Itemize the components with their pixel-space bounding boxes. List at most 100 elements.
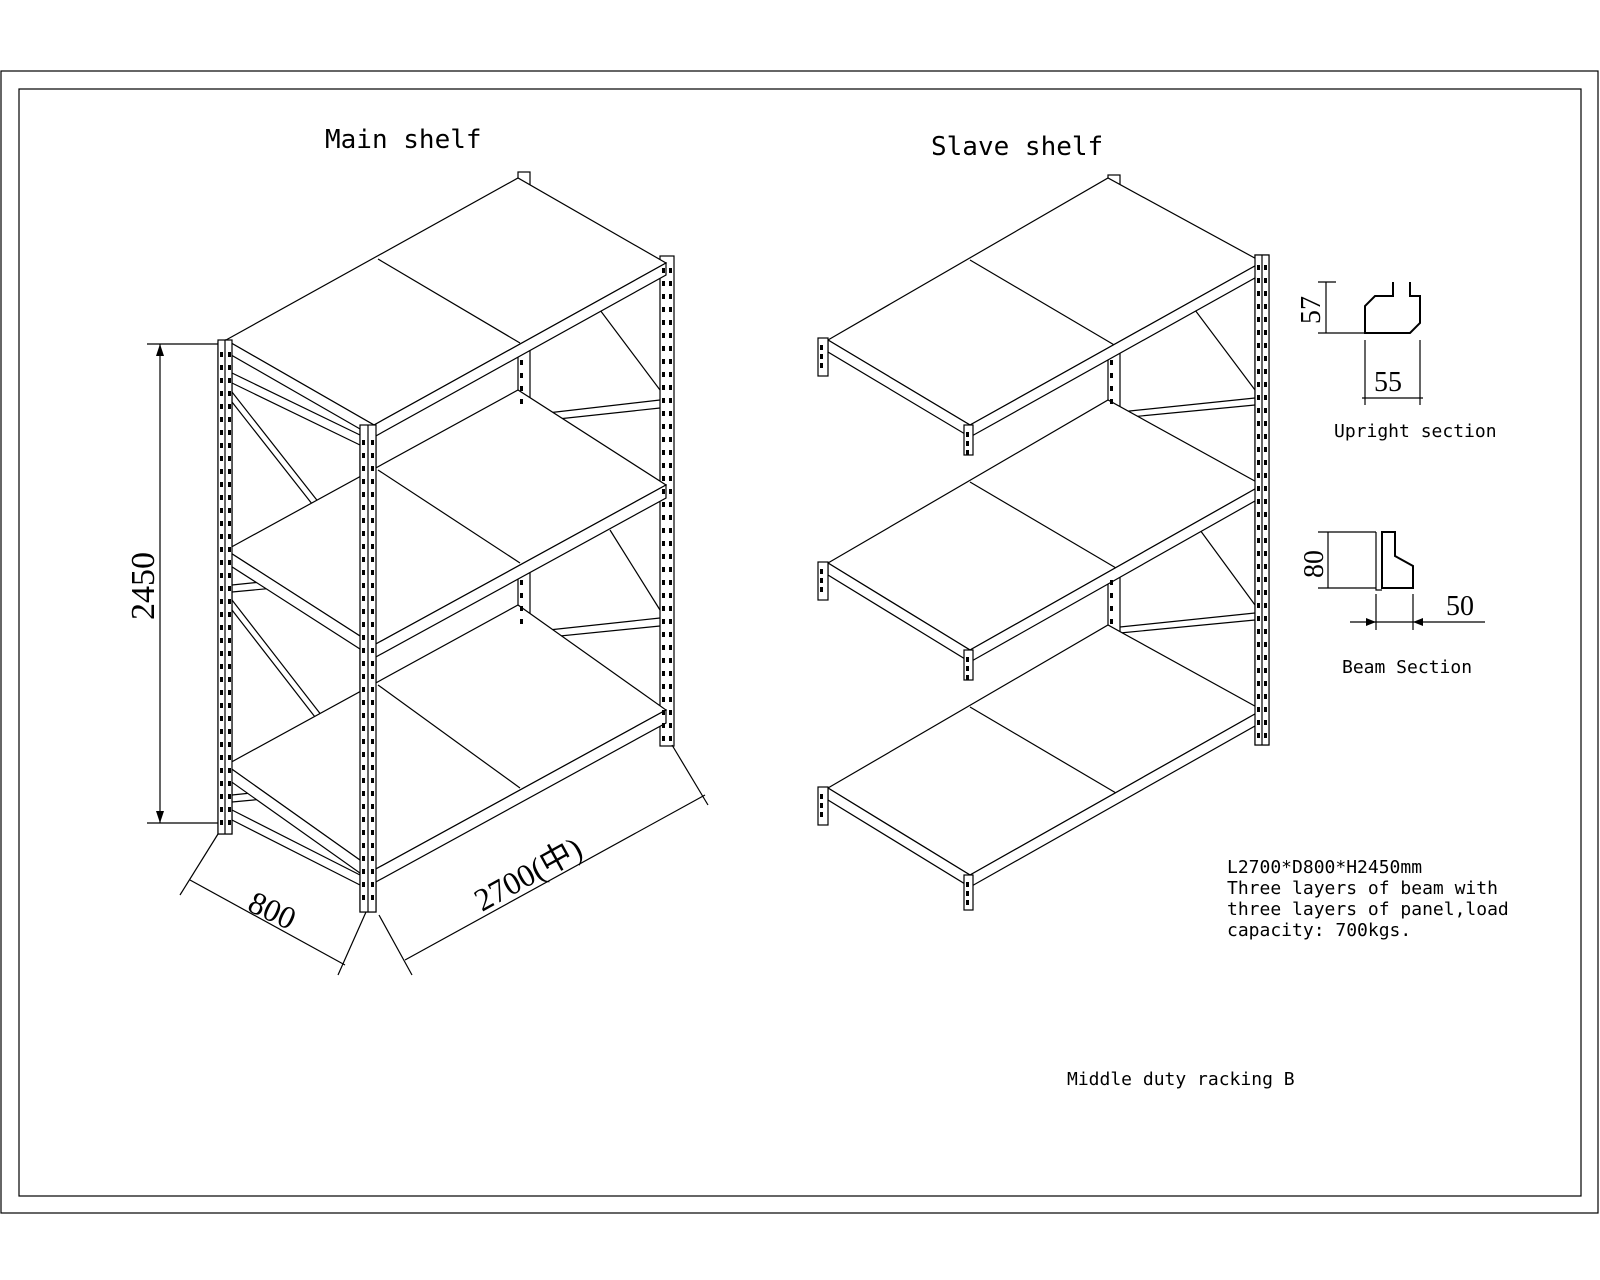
beam-height-label: 80 — [1299, 550, 1330, 578]
upright-hole — [1264, 551, 1267, 556]
upright-hole — [371, 453, 374, 458]
upright-hole — [371, 466, 374, 471]
beam-section-label: Beam Section — [1342, 657, 1472, 678]
upright-hole — [1264, 304, 1267, 309]
upright-hole — [228, 482, 231, 487]
upright-hole — [662, 645, 665, 650]
upright-hole — [1110, 580, 1113, 585]
upright-hole — [362, 856, 365, 861]
upright-hole — [228, 391, 231, 396]
upright-width-label: 55 — [1374, 367, 1402, 398]
upright-hole — [228, 794, 231, 799]
upright-hole — [1264, 369, 1267, 374]
upright-hole — [820, 587, 823, 592]
upright-hole — [1257, 317, 1260, 322]
upright-hole — [220, 573, 223, 578]
upright-hole — [362, 557, 365, 562]
upright-hole — [669, 463, 672, 468]
upright-hole — [966, 441, 969, 446]
upright-hole — [669, 671, 672, 676]
upright-hole — [220, 534, 223, 539]
upright-hole — [520, 373, 523, 378]
upright-hole — [220, 508, 223, 513]
upright-hole — [371, 492, 374, 497]
upright-hole — [362, 518, 365, 523]
upright-hole — [362, 674, 365, 679]
upright-hole — [228, 729, 231, 734]
upright-hole — [371, 739, 374, 744]
upright-hole — [362, 622, 365, 627]
upright-hole — [1264, 538, 1267, 543]
upright-hole — [1264, 655, 1267, 660]
upright-hole — [1257, 720, 1260, 725]
upright-hole — [362, 830, 365, 835]
upright-section-label: Upright section — [1334, 421, 1497, 442]
upright-hole — [1257, 616, 1260, 621]
upright-hole — [371, 687, 374, 692]
upright-hole — [1257, 395, 1260, 400]
upright-hole — [669, 346, 672, 351]
upright-section: 57 55 Upright section — [1296, 281, 1497, 442]
beam-section: 80 50 Beam Section — [1299, 531, 1485, 678]
upright-hole — [669, 372, 672, 377]
upright-hole — [220, 807, 223, 812]
upright-hole — [371, 570, 374, 575]
upright-hole — [662, 476, 665, 481]
upright-hole — [228, 547, 231, 552]
upright-hole — [662, 398, 665, 403]
upright-hole — [1264, 668, 1267, 673]
upright-hole — [371, 843, 374, 848]
upright-hole — [371, 830, 374, 835]
upright-hole — [228, 456, 231, 461]
upright-hole — [662, 437, 665, 442]
upright-hole — [220, 781, 223, 786]
spec-line-2: Three layers of beam with — [1227, 878, 1498, 899]
upright-hole — [1264, 564, 1267, 569]
upright-hole — [220, 404, 223, 409]
upright-hole — [662, 658, 665, 663]
upright-hole — [1264, 473, 1267, 478]
upright-hole — [371, 726, 374, 731]
upright-hole — [662, 489, 665, 494]
upright-hole — [362, 635, 365, 640]
upright-hole — [669, 567, 672, 572]
upright-hole — [371, 648, 374, 653]
upright-hole — [520, 606, 523, 611]
upright-hole — [220, 391, 223, 396]
upright-hole — [669, 359, 672, 364]
upright-hole — [371, 804, 374, 809]
upright-hole — [520, 360, 523, 365]
upright-hole — [228, 365, 231, 370]
upright-hole — [662, 632, 665, 637]
upright-hole — [362, 713, 365, 718]
upright-hole — [228, 703, 231, 708]
upright-hole — [820, 354, 823, 359]
upright-hole — [371, 531, 374, 536]
upright-hole — [1264, 330, 1267, 335]
upright-hole — [1110, 360, 1113, 365]
upright-hole — [220, 612, 223, 617]
upright-hole — [362, 479, 365, 484]
upright-hole — [228, 352, 231, 357]
upright-hole — [220, 495, 223, 500]
upright-hole — [1257, 265, 1260, 270]
upright-hole — [1264, 577, 1267, 582]
upright-hole — [1264, 707, 1267, 712]
outer-frame — [0, 70, 1599, 1214]
upright-hole — [228, 807, 231, 812]
upright-hole — [371, 765, 374, 770]
upright-hole — [1257, 473, 1260, 478]
upright-hole — [1264, 395, 1267, 400]
upright-hole — [669, 437, 672, 442]
upright-hole — [220, 755, 223, 760]
upright-hole — [371, 713, 374, 718]
upright-hole — [220, 703, 223, 708]
upright-hole — [669, 424, 672, 429]
drawing-title: Middle duty racking B — [1067, 1069, 1295, 1090]
upright-hole — [371, 596, 374, 601]
upright-hole — [220, 625, 223, 630]
upright-height-label: 57 — [1296, 296, 1327, 324]
upright-hole — [662, 359, 665, 364]
upright-hole — [1110, 606, 1113, 611]
upright-hole — [669, 580, 672, 585]
